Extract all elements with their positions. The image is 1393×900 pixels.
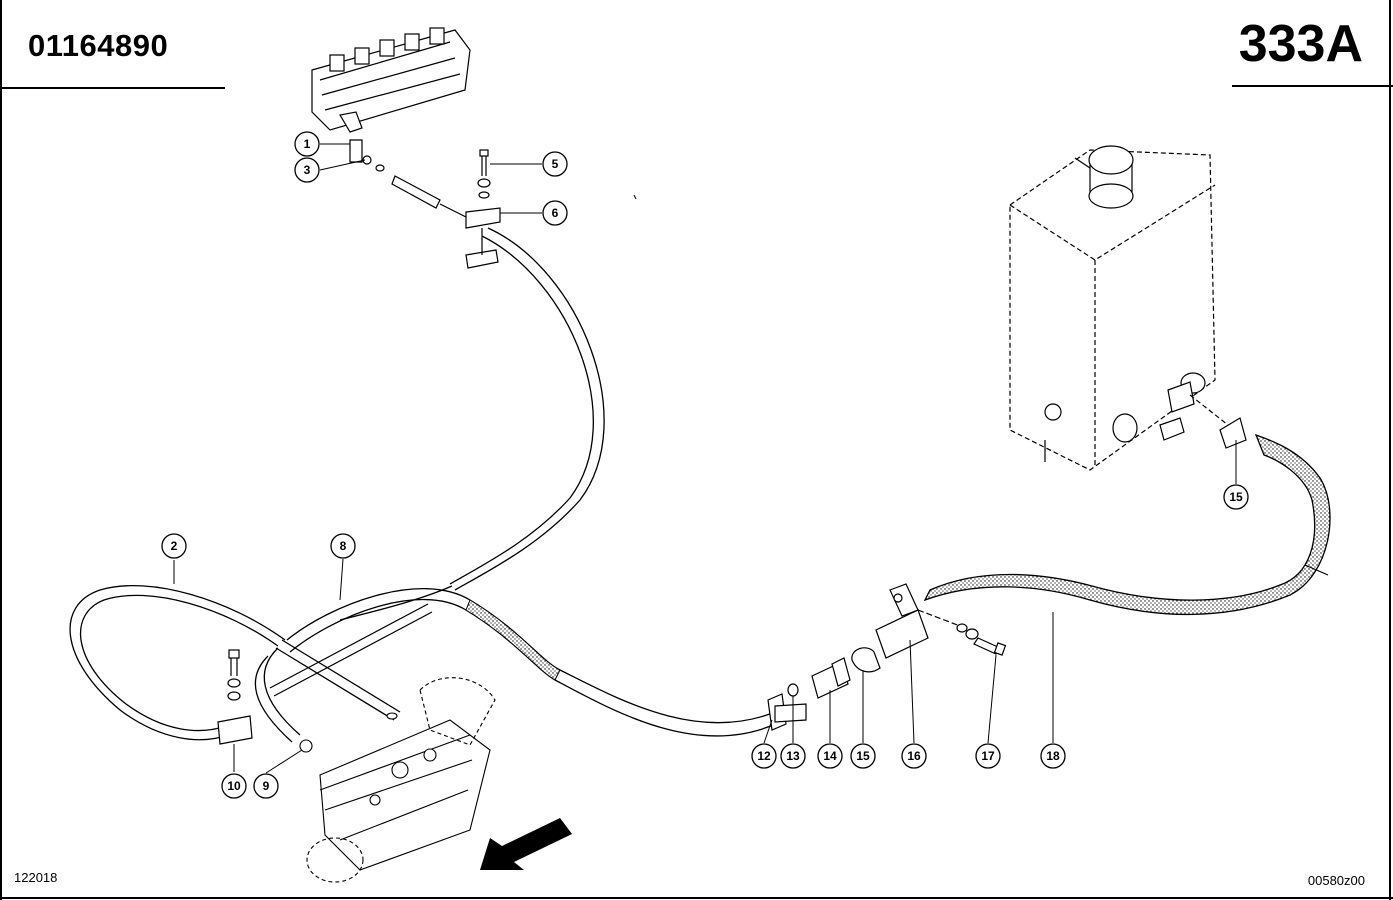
callout-number: 2	[171, 539, 178, 553]
hydraulic-pump-bottom	[299, 677, 496, 883]
callout-leaders	[173, 143, 1237, 774]
callout-5: 5	[542, 151, 568, 177]
direction-arrow	[480, 818, 572, 870]
bolt-10-assembly	[217, 649, 253, 745]
control-valve-bank-top	[311, 27, 471, 133]
bolt-5-assembly	[465, 149, 501, 269]
callout-15: 15	[850, 743, 876, 769]
callout-circle	[817, 743, 843, 769]
callout-number: 16	[907, 749, 921, 763]
speck-mark	[633, 194, 637, 200]
callout-number: 14	[823, 749, 837, 763]
callout-number: 12	[757, 749, 771, 763]
callout-circle	[161, 533, 187, 559]
callout-number: 3	[304, 163, 311, 177]
callout-number: 6	[552, 206, 559, 220]
callout-circle	[1040, 743, 1066, 769]
callout-number: 13	[786, 749, 800, 763]
callout-16: 16	[901, 743, 927, 769]
callout-9: 9	[253, 773, 279, 799]
callout-10: 10	[221, 773, 247, 799]
hose-8-long-pipe	[254, 227, 781, 743]
part-number-label: 01164890	[28, 28, 169, 63]
callout-number: 1	[304, 137, 311, 151]
footer-left-code: 122018	[14, 870, 58, 885]
oil-tank	[1009, 145, 1247, 471]
callout-circle	[850, 743, 876, 769]
callout-number: 8	[340, 539, 347, 553]
callout-number: 17	[981, 749, 995, 763]
hose-18-band	[1304, 564, 1329, 576]
callout-17: 17	[975, 743, 1001, 769]
callout-circle	[975, 743, 1001, 769]
callout-circle	[780, 743, 806, 769]
callout-6: 6	[542, 200, 568, 226]
hose-8-stippled-section	[465, 599, 561, 681]
callout-circle	[294, 157, 320, 183]
pipe-diagonal-tube	[269, 603, 433, 697]
callout-1: 1	[294, 131, 320, 157]
callout-circle	[221, 773, 247, 799]
callout-8: 8	[330, 533, 356, 559]
callout-number: 15	[1229, 490, 1243, 504]
fitting-chain-right	[767, 583, 1007, 731]
callout-number: 10	[227, 779, 241, 793]
callout-circle	[542, 200, 568, 226]
callout-number: 5	[552, 157, 559, 171]
callout-number: 18	[1046, 749, 1060, 763]
callout-3: 3	[294, 157, 320, 183]
page-code-label: 333A	[1238, 15, 1363, 73]
callout-13: 13	[780, 743, 806, 769]
footer-right-code: 00580z00	[1307, 873, 1365, 888]
fitting-elbow-1	[349, 139, 385, 172]
callout-circle	[901, 743, 927, 769]
callout-2: 2	[161, 533, 187, 559]
callout-12: 12	[751, 743, 777, 769]
callout-circle	[294, 131, 320, 157]
hose-18-stippled	[923, 433, 1331, 616]
callout-circle	[253, 773, 279, 799]
callout-number: 15	[856, 749, 870, 763]
callout-circle	[1223, 484, 1249, 510]
callout-circle	[542, 151, 568, 177]
callout-number: 9	[263, 779, 270, 793]
callout-circle	[330, 533, 356, 559]
callout-18: 18	[1040, 743, 1066, 769]
callout-circle	[751, 743, 777, 769]
pipe-top-segment	[391, 175, 469, 219]
callout-14: 14	[817, 743, 843, 769]
hose-2-loop	[69, 584, 401, 741]
callout-15: 15	[1223, 484, 1249, 510]
